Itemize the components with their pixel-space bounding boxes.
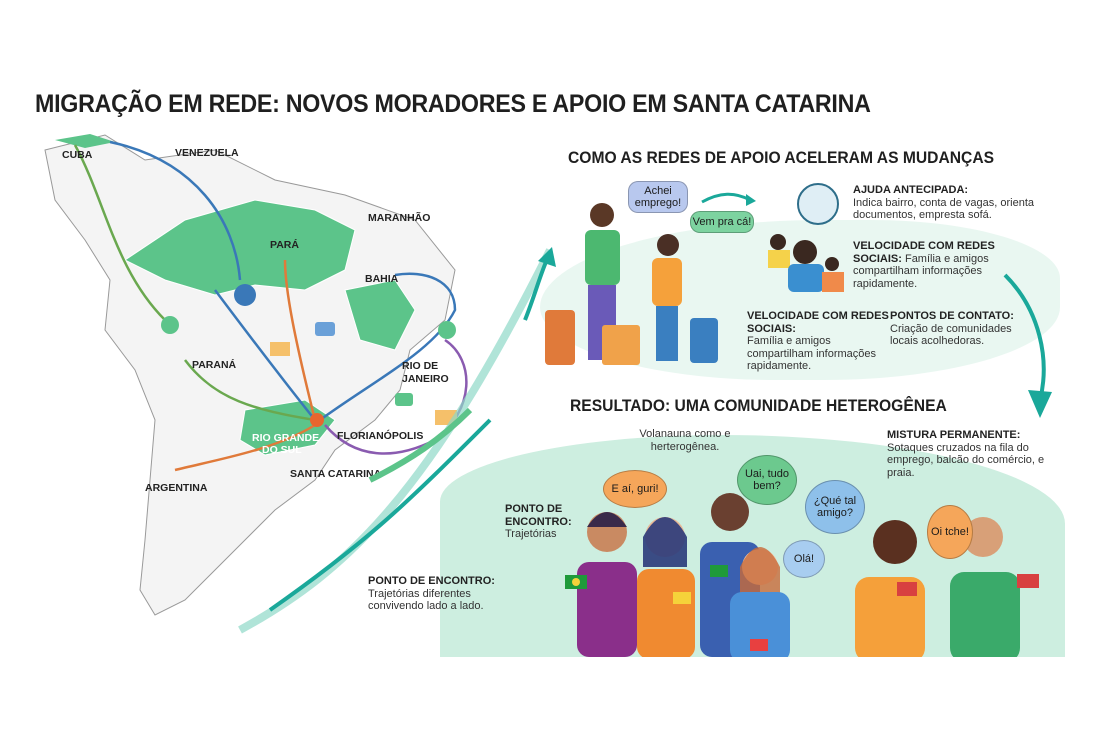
community-illustration bbox=[565, 493, 1039, 657]
meet-title: PONTO DE ENCONTRO: bbox=[368, 575, 495, 587]
phone-icon bbox=[234, 284, 256, 306]
region-north bbox=[124, 199, 356, 296]
arrow-venezuela bbox=[214, 289, 316, 421]
speech-bubble-ola: Olá! bbox=[783, 540, 825, 578]
meet-note-short: PONTO DE ENCONTRO: Trajetórias bbox=[505, 503, 585, 541]
support-item-contact: PONTOS DE CONTATO: Criação de comunidade… bbox=[890, 310, 1040, 348]
meet-note-long: PONTO DE ENCONTRO: Trajetórias diferente… bbox=[368, 575, 513, 613]
map-label-maranhao: MARANHÃO bbox=[368, 212, 431, 224]
item-title: VELOCIDADE COM REDES SOCIAIS: bbox=[853, 240, 995, 265]
map-label-argentina: ARGENTINA bbox=[145, 482, 208, 494]
meet-text: Trajetórias diferentes convivendo lado a… bbox=[368, 587, 484, 613]
result-caption: Volanauna como e herterogênea. bbox=[639, 428, 731, 453]
page-title: MIGRAÇÃO EM REDE: NOVOS MORADORES E APOI… bbox=[35, 90, 871, 118]
map-label-bahia: BAHIA bbox=[365, 273, 399, 285]
curved-arrow-icon bbox=[1003, 273, 1052, 418]
arrow-bahia bbox=[319, 272, 457, 422]
map-label-rio-1: RIO DE bbox=[402, 360, 439, 372]
item-title: PONTOS DE CONTATO: bbox=[890, 310, 1014, 322]
mix-note: MISTURA PERMANENTE: Sotaques cruzados na… bbox=[887, 429, 1057, 479]
speech-bubble-job: Achei emprego! bbox=[628, 181, 688, 213]
chat-group-icon bbox=[797, 183, 839, 225]
chat-icon bbox=[315, 322, 335, 336]
map-label-rs-2: DO SUL bbox=[262, 444, 302, 456]
item-text: Família e amigos compartilham informaçõe… bbox=[747, 335, 876, 372]
whatsapp-icon bbox=[438, 321, 456, 339]
item-title: VELOCIDADE COM REDES SOCIAIS: bbox=[747, 310, 889, 335]
item-text: Família e amigos compartilham informaçõe… bbox=[853, 252, 989, 290]
support-heading: COMO AS REDES DE APOIO ACELERAM AS MUDAN… bbox=[568, 148, 995, 167]
travelers-illustration bbox=[545, 203, 718, 365]
map-label-parana: PARANÁ bbox=[192, 359, 237, 371]
speech-bubble-tche: Oi tche! bbox=[927, 505, 973, 559]
item-text: Indica bairro, conta de vagas, orienta d… bbox=[853, 196, 1035, 222]
arrow-parana bbox=[184, 359, 316, 422]
speech-bubble-guri: E aí, guri! bbox=[603, 470, 667, 508]
map-label-venezuela: VENEZUELA bbox=[175, 147, 239, 159]
item-title: AJUDA ANTECIPADA: bbox=[853, 184, 969, 196]
arrow-para bbox=[283, 259, 317, 421]
mix-text: Sotaques cruzados na fila do emprego, ba… bbox=[887, 441, 1045, 479]
speech-bubble-que-tal: ¿Qué tal amigo? bbox=[805, 480, 865, 534]
map-label-rio-2: JANEIRO bbox=[402, 373, 449, 385]
map-label-florianopolis: FLORIANÓPOLIS bbox=[337, 430, 424, 442]
speech-bubble-come: Vem pra cá! bbox=[690, 211, 754, 233]
chat-icon bbox=[395, 393, 413, 406]
map-label-para: PARÁ bbox=[270, 239, 299, 251]
item-text: Criação de comunidades locais acolhedora… bbox=[890, 322, 1012, 348]
arrow-cuba-green bbox=[73, 144, 166, 321]
map-label-rs-1: RIO GRANDE bbox=[252, 432, 320, 444]
speech-bubble-uai: Uai, tudo bem? bbox=[737, 455, 797, 505]
family-illustration bbox=[768, 234, 844, 292]
map-label-cuba: CUBA bbox=[62, 149, 93, 161]
result-heading: RESULTADO: UMA COMUNIDADE HETEROGÊNEA bbox=[570, 396, 947, 415]
support-item-anticipated: AJUDA ANTECIPADA: Indica bairro, conta d… bbox=[853, 184, 1063, 222]
support-item-speed-1: VELOCIDADE COM REDES SOCIAIS: Família e … bbox=[853, 240, 1003, 290]
arrow-cuba bbox=[109, 140, 242, 281]
support-item-speed-2: VELOCIDADE COM REDES SOCIAIS: Família e … bbox=[747, 310, 897, 373]
mix-title: MISTURA PERMANENTE: bbox=[887, 429, 1021, 441]
south-america-map bbox=[44, 134, 468, 616]
pin-florianopolis-icon bbox=[310, 413, 324, 427]
envelope-icon bbox=[270, 342, 290, 356]
whatsapp-icon bbox=[161, 316, 179, 334]
meet-title: PONTO DE ENCONTRO: bbox=[505, 503, 572, 528]
map-label-santa-catarina: SANTA CATARINA bbox=[290, 468, 382, 480]
cuba-island bbox=[55, 134, 115, 148]
arrow-argentina bbox=[174, 423, 316, 472]
meet-text: Trajetórias bbox=[505, 528, 557, 540]
region-bahia bbox=[344, 279, 416, 351]
flow-swooshes bbox=[238, 248, 550, 634]
up-arrow-icon bbox=[523, 247, 556, 321]
arrow-icon bbox=[701, 192, 756, 206]
